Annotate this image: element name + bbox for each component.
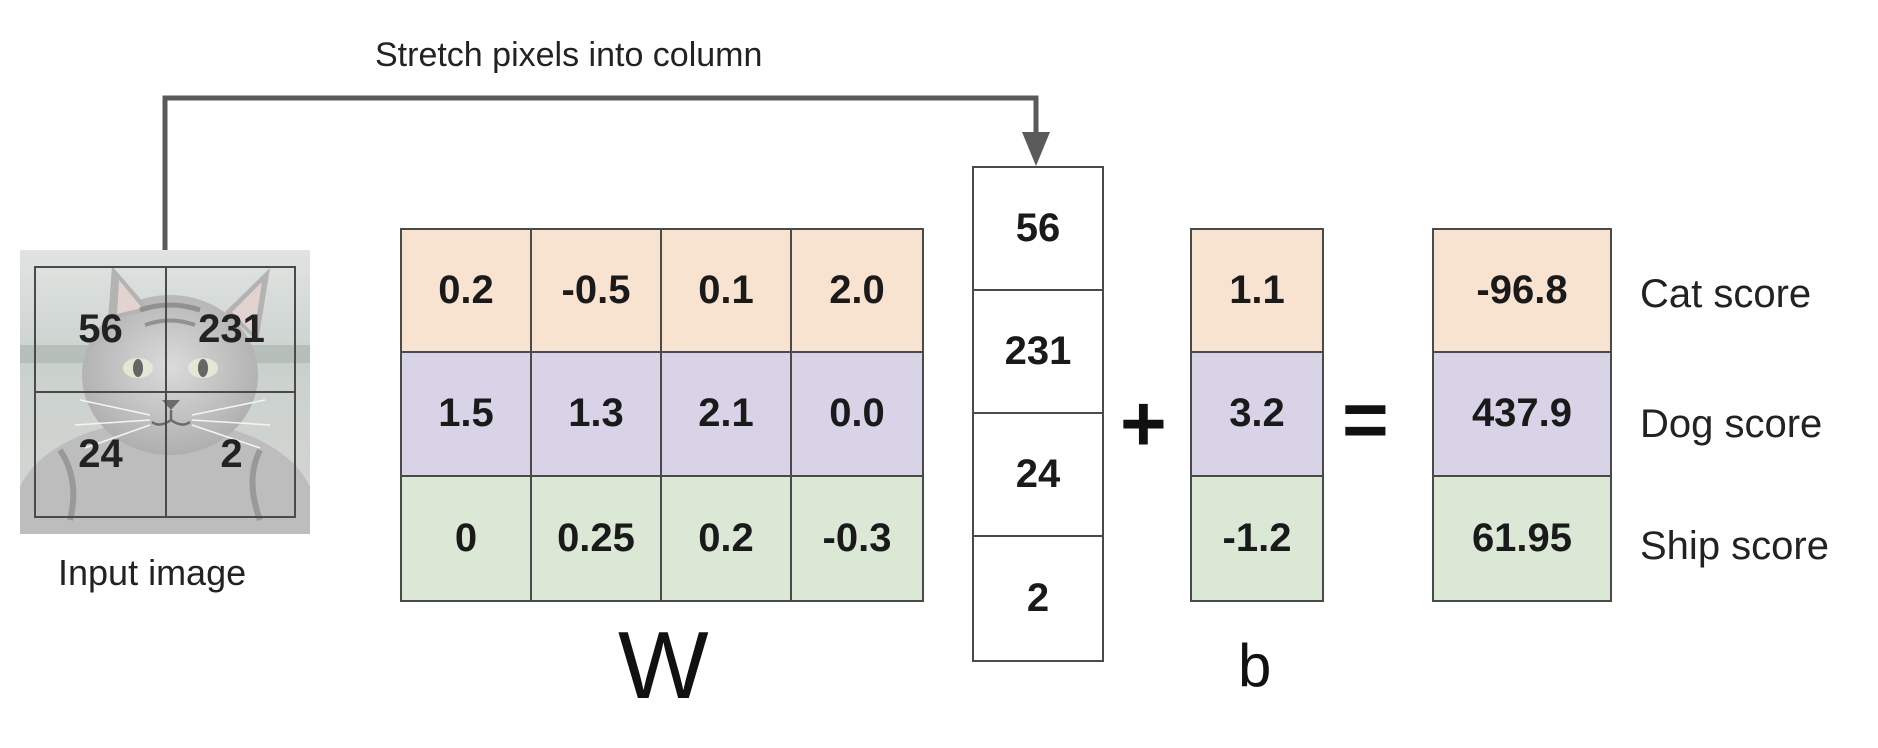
weight-cell: 0.1 <box>662 230 792 354</box>
column-cell: 231 <box>974 291 1102 414</box>
cat-score-label: Cat score <box>1640 272 1812 316</box>
weight-cell: 0.0 <box>792 353 922 477</box>
weight-matrix: 0.2 -0.5 0.1 2.0 1.5 1.3 2.1 0.0 0 0.25 … <box>400 228 924 602</box>
score-cell: 61.95 <box>1434 476 1610 600</box>
bias-cell: 1.1 <box>1192 230 1322 354</box>
plus-operator: + <box>1120 379 1167 468</box>
pixel-grid: 56 231 24 2 <box>34 266 296 518</box>
weight-cell: -0.5 <box>532 230 662 354</box>
bias-vector: 1.1 3.2 -1.2 <box>1190 228 1324 602</box>
column-cell: 2 <box>974 537 1102 660</box>
score-cell: -96.8 <box>1434 230 1610 354</box>
pixel-value: 56 <box>78 307 123 351</box>
input-image-caption: Input image <box>58 552 247 593</box>
weight-cell: 1.5 <box>402 353 532 477</box>
bias-label: b <box>1238 632 1272 699</box>
pixel-column-vector: 56 231 24 2 <box>972 166 1104 662</box>
pixel-value: 231 <box>198 307 265 351</box>
bias-cell: -1.2 <box>1192 476 1322 600</box>
weight-cell: 0.2 <box>402 230 532 354</box>
column-cell: 24 <box>974 414 1102 537</box>
input-image: 56 231 24 2 <box>20 250 310 534</box>
pixel-value: 24 <box>78 432 123 476</box>
weight-matrix-label: W <box>618 612 709 719</box>
stretch-label: Stretch pixels into column <box>375 36 763 74</box>
pixel-value: 2 <box>220 432 243 476</box>
weight-cell: 1.3 <box>532 353 662 477</box>
weight-cell: 0.25 <box>532 476 662 600</box>
dog-score-label: Dog score <box>1640 402 1823 446</box>
column-cell: 56 <box>974 168 1102 291</box>
weight-cell: 2.1 <box>662 353 792 477</box>
scores-vector: -96.8 437.9 61.95 <box>1432 228 1612 602</box>
ship-score-label: Ship score <box>1640 524 1829 568</box>
weight-cell: 2.0 <box>792 230 922 354</box>
score-cell: 437.9 <box>1434 353 1610 477</box>
weight-cell: -0.3 <box>792 476 922 600</box>
equals-operator: = <box>1342 375 1389 464</box>
bias-cell: 3.2 <box>1192 353 1322 477</box>
weight-cell: 0.2 <box>662 476 792 600</box>
weight-cell: 0 <box>402 476 532 600</box>
